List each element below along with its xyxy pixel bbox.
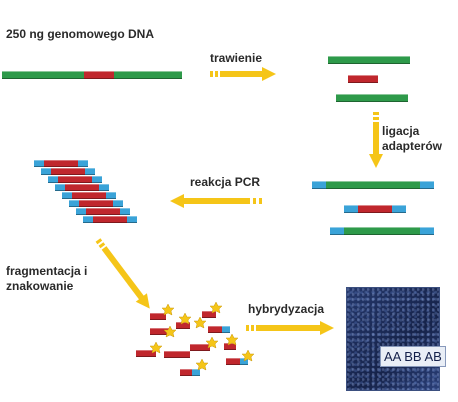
label-fragmentation: fragmentacja i znakowanie — [6, 264, 88, 293]
adapter — [83, 216, 93, 223]
labeled-fragment — [180, 369, 192, 376]
snp-fragment — [348, 75, 378, 83]
labeled-fragment — [176, 322, 190, 329]
pcr-arrow — [170, 194, 262, 208]
adapter — [312, 181, 326, 189]
label-star-icon — [193, 316, 207, 329]
amplicon — [44, 160, 78, 167]
labeled-fragment — [150, 313, 166, 320]
adapter — [55, 184, 65, 191]
dna-fragment — [328, 56, 410, 64]
ligation-arrow — [369, 112, 383, 168]
label-star-icon — [149, 341, 163, 354]
adapter — [99, 184, 109, 191]
amplicon — [58, 176, 92, 183]
labeled-fragment — [222, 326, 230, 333]
label-star-icon — [205, 336, 219, 349]
label-star-icon — [209, 301, 223, 314]
label-hybridization: hybrydyzacja — [248, 302, 325, 316]
adapter — [420, 227, 434, 235]
labeled-fragment — [190, 344, 210, 351]
amplicon — [72, 192, 106, 199]
amplicon — [79, 200, 113, 207]
adapter — [120, 208, 130, 215]
labeled-fragment — [136, 350, 156, 357]
adapter — [392, 205, 406, 213]
labeled-fragment — [150, 328, 170, 335]
genotype-callout: AA BB AB — [380, 346, 446, 367]
adapter — [420, 181, 434, 189]
label-star-icon — [163, 325, 177, 338]
label-pcr: reakcja PCR — [190, 175, 261, 189]
adapter — [69, 200, 79, 207]
dna-fragment — [344, 227, 420, 235]
dna-fragment — [336, 94, 408, 102]
label-genomic-dna: 250 ng genomowego DNA — [6, 27, 155, 41]
adapter — [62, 192, 72, 199]
adapter — [113, 200, 123, 207]
fragmentation-arrow — [95, 238, 150, 309]
dna-segment — [2, 71, 84, 79]
labeled-fragment — [164, 351, 190, 358]
amplicon — [65, 184, 99, 191]
label-star-icon — [178, 312, 192, 325]
adapter — [127, 216, 137, 223]
labeled-fragment — [202, 311, 216, 318]
label-star-icon — [161, 303, 175, 316]
adapter — [85, 168, 95, 175]
labeled-fragment — [224, 343, 236, 350]
labeled-fragment — [240, 358, 248, 365]
snp-segment — [84, 71, 114, 79]
hybridization-arrow — [246, 321, 334, 335]
adapter — [330, 227, 344, 235]
adapter — [344, 205, 358, 213]
label-star-icon — [241, 349, 255, 362]
label-digestion: trawienie — [210, 51, 263, 65]
adapter — [48, 176, 58, 183]
label-star-icon — [195, 358, 209, 371]
amplicon — [51, 168, 85, 175]
amplicon — [86, 208, 120, 215]
adapter — [78, 160, 88, 167]
label-star-icon — [225, 333, 239, 346]
labeled-fragment — [192, 369, 200, 376]
adapter — [92, 176, 102, 183]
adapter — [41, 168, 51, 175]
dna-fragment — [326, 181, 420, 189]
dna-segment — [114, 71, 182, 79]
digestion-arrow — [210, 67, 276, 81]
label-adapter-ligation: ligacja adapterów — [382, 124, 443, 153]
adapter — [76, 208, 86, 215]
snp-fragment — [358, 205, 392, 213]
amplicon — [93, 216, 127, 223]
adapter — [106, 192, 116, 199]
labeled-fragment — [208, 326, 222, 333]
microarray-chip — [346, 287, 440, 391]
labeled-fragment — [226, 358, 240, 365]
adapter — [34, 160, 44, 167]
